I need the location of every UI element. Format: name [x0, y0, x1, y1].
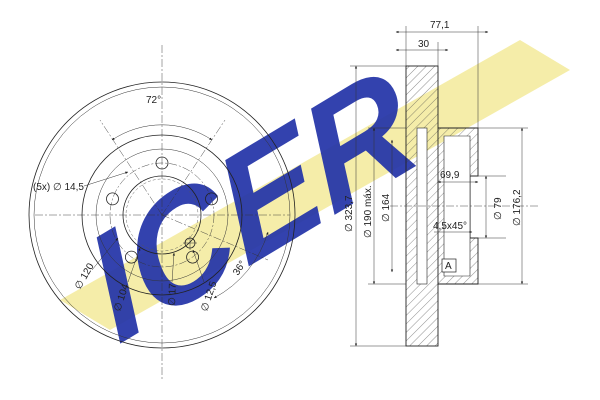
max-diameter-label: ∅ 190 máx. [363, 185, 374, 238]
bolt-hole [205, 192, 218, 206]
disc-thickness-label: 30 [418, 39, 430, 50]
hat-depth-label: 69,9 [440, 170, 460, 181]
bolt-hole [186, 250, 200, 264]
hole-leader [83, 171, 129, 187]
bolt-hole [155, 156, 169, 170]
small-hole-leader [192, 249, 205, 283]
total-height-label: 77,1 [430, 20, 450, 31]
center-bore-section-label: ∅ 79 [493, 197, 504, 220]
bolt-holes [106, 156, 218, 264]
hole-count-label: (5x) ∅ 14,5 [33, 182, 84, 193]
bolt-hole [124, 250, 138, 264]
bolt-hole [106, 192, 119, 206]
bolt-circle-leader [91, 237, 119, 271]
centerline-radial-2 [161, 119, 226, 216]
chamfer-label: 4,5x45° [433, 221, 467, 232]
logo-yellow-band [60, 40, 570, 330]
small-hole-circle-label: ∅ 17 [167, 283, 179, 306]
centerline-radial-1 [99, 119, 163, 216]
small-hole-circle-leader [171, 252, 176, 283]
datum-label: A [445, 261, 452, 272]
center-bore-leader [127, 247, 141, 283]
angle-72-label: 72° [146, 95, 161, 106]
disc-outer-edge [28, 81, 296, 349]
hat-diameter-label: ∅ 164 [381, 193, 392, 222]
angle-36-arc [213, 231, 269, 299]
outer-diameter-label: ∅ 323,7 [344, 195, 355, 232]
hub-diameter-label: ∅ 176,2 [512, 189, 523, 226]
section-view: 77,1 30 ∅ 323,7 ∅ 190 máx. ∅ 164 69,9 ∅ … [344, 20, 540, 347]
angle-72-arc [111, 124, 213, 141]
datum-box [441, 258, 457, 273]
